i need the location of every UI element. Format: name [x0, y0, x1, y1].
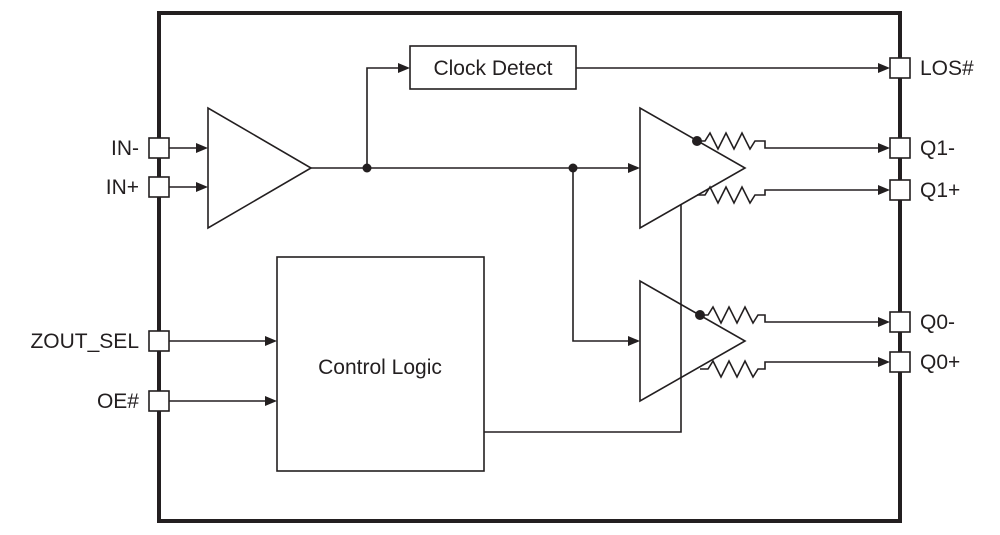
arrow-to-q0-buffer: [628, 336, 640, 346]
arrow-in-minus: [196, 143, 208, 153]
q0-output-buffer: [639, 279, 747, 403]
arrow-in-plus: [196, 182, 208, 192]
wire-control-enable: [484, 204, 682, 433]
arrow-to-clock-detect: [398, 63, 410, 73]
pin-label-los: LOS#: [920, 57, 974, 80]
arrow-to-q1-buffer: [628, 163, 640, 173]
pin-zout-sel: [148, 330, 170, 352]
chip-outline: [157, 11, 902, 523]
pin-label-q0-minus: Q0-: [920, 311, 955, 334]
q0-plus-resistor: [700, 359, 882, 379]
pin-oe: [148, 390, 170, 412]
arrow-los: [878, 63, 890, 73]
pin-label-q1-plus: Q1+: [920, 179, 960, 202]
pin-q1-minus: [889, 137, 911, 159]
pin-q0-plus: [889, 351, 911, 373]
arrow-q0-plus: [878, 357, 890, 367]
control-logic-block: [276, 256, 485, 472]
pin-label-in-plus: IN+: [106, 176, 139, 199]
pin-label-in-minus: IN-: [111, 137, 139, 160]
q1-plus-resistor: [697, 185, 882, 205]
wire-to-clock-detect: [366, 67, 402, 168]
arrow-q1-plus: [878, 185, 890, 195]
control-logic-label: Control Logic: [318, 356, 442, 379]
clock-detect-label: Clock Detect: [433, 57, 552, 80]
pin-q0-minus: [889, 311, 911, 333]
pin-in-minus: [148, 137, 170, 159]
pin-label-q0-plus: Q0+: [920, 351, 960, 374]
q0-minus-resistor: [700, 305, 882, 325]
pin-q1-plus: [889, 179, 911, 201]
pin-los: [889, 57, 911, 79]
q1-output-buffer: [639, 106, 747, 230]
arrow-oe: [265, 396, 277, 406]
arrow-q1-minus: [878, 143, 890, 153]
pin-in-plus: [148, 176, 170, 198]
arrow-q0-minus: [878, 317, 890, 327]
q1-minus-resistor: [697, 131, 882, 151]
arrow-zout-sel: [265, 336, 277, 346]
wire-to-q0-buffer: [572, 168, 632, 342]
input-buffer: [207, 106, 313, 230]
pin-label-oe: OE#: [97, 390, 139, 413]
pin-label-zout-sel: ZOUT_SEL: [30, 330, 139, 353]
pin-label-q1-minus: Q1-: [920, 137, 955, 160]
